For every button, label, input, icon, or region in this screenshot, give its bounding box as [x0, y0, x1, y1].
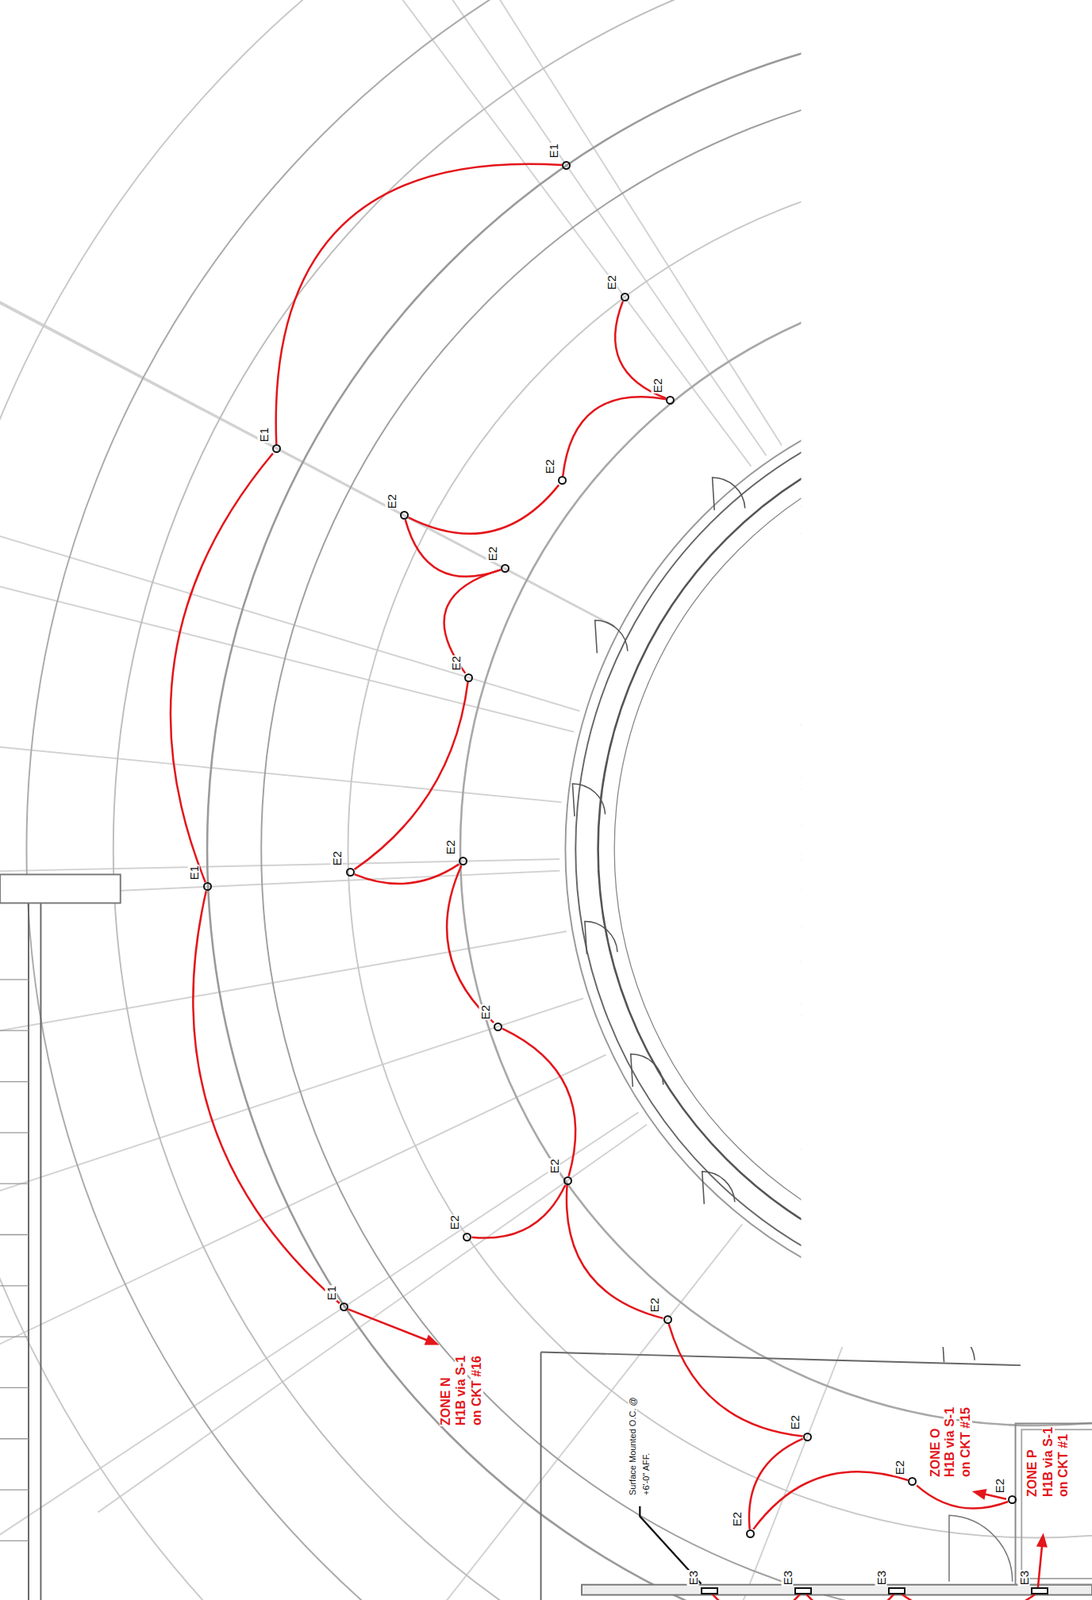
zone-label: H1B via S-1 [943, 1407, 957, 1479]
circuit-wire [502, 1029, 576, 1177]
wall-fixture: E3 [1030, 1588, 1049, 1596]
circuit-wire [354, 864, 460, 885]
zone-label: on CKT #15 [959, 1407, 973, 1479]
light-fixture: E2 [803, 1433, 812, 1442]
circuit-wire [753, 1472, 908, 1531]
circuit-wire [192, 891, 340, 1304]
light-fixture: E2 [493, 1022, 503, 1032]
zone-label: on CKT #16 [470, 1355, 484, 1427]
light-fixture: E1 [272, 444, 281, 454]
circuit-wire [471, 1185, 566, 1239]
zone-label: ZONE P [1026, 1449, 1039, 1500]
fixture-type: E1 [324, 1285, 337, 1302]
light-fixture: E2 [907, 1477, 917, 1487]
circuit-wire [354, 682, 469, 870]
fixture-type: E2 [605, 274, 618, 291]
light-fixture: E2 [346, 868, 355, 877]
fixture-type: E2 [384, 492, 397, 509]
circuit-wire [615, 301, 666, 399]
circuit-wire [669, 1324, 804, 1438]
fixture-type: E3 [1017, 1570, 1030, 1587]
light-fixture: E2 [500, 564, 510, 573]
sensor-note: Surface Mounted O.C. @ [628, 1396, 638, 1497]
fixture-type: E2 [651, 377, 664, 394]
fixture-type: E3 [874, 1570, 887, 1587]
fixture-type: E1 [547, 142, 560, 159]
circuit-wire [408, 484, 559, 534]
zone-label: H1B via S-1 [1042, 1426, 1055, 1499]
circuit-wire [170, 453, 273, 883]
circuit-wire [405, 519, 501, 577]
fixture-type: E2 [542, 458, 555, 475]
light-fixture: E2 [663, 1315, 673, 1325]
circuit-wire [444, 569, 501, 673]
wall-fixture: E3 [888, 1588, 906, 1596]
light-fixture: E2 [399, 511, 409, 520]
light-fixture: E2 [620, 292, 630, 302]
circuit-wire [276, 164, 563, 446]
circuit-wire [712, 1595, 800, 1600]
fixture-type: E2 [449, 655, 462, 672]
circuit-wire [806, 1595, 894, 1600]
fixture-type: E1 [188, 865, 200, 881]
light-fixture: E2 [557, 476, 567, 485]
wall-fixture: E3 [700, 1588, 719, 1596]
light-fixture: E2 [462, 1233, 472, 1242]
fixture-type: E2 [444, 838, 457, 855]
circuit-wire [749, 1439, 804, 1531]
circuit-wire [446, 865, 494, 1023]
fixture-type: E2 [648, 1297, 661, 1314]
circuit-wire [562, 396, 666, 477]
zone-label: ZONE N [439, 1377, 453, 1427]
light-fixture: E1 [203, 882, 212, 892]
fixture-type: E2 [485, 546, 498, 562]
light-fixture: E2 [464, 673, 473, 683]
light-fixture: E2 [563, 1176, 573, 1186]
fixture-type: E2 [788, 1414, 800, 1431]
light-fixture: E1 [561, 161, 571, 170]
zone-label: H1B via S-1 [454, 1355, 468, 1427]
wall-fixture: E3 [794, 1588, 812, 1596]
fixture-type: E2 [730, 1511, 743, 1528]
fixture-type: E2 [892, 1460, 905, 1477]
zone-label: ZONE O [929, 1427, 943, 1478]
zone-label: on CKT #1 [1057, 1434, 1070, 1499]
fixture-type: E2 [478, 1004, 491, 1021]
fixture-type: E2 [992, 1478, 1005, 1495]
fixture-type: E3 [780, 1570, 793, 1587]
circuit-wire [902, 1595, 1035, 1600]
fixture-type: E2 [330, 850, 343, 867]
sensor-note: +6'-0" AFF. [642, 1452, 651, 1496]
fixture-type: E1 [257, 426, 270, 443]
light-fixture: E2 [665, 396, 675, 405]
light-fixture: E2 [458, 857, 468, 866]
circuit-wire [566, 1185, 664, 1319]
light-fixture: E2 [745, 1530, 755, 1539]
fixture-type: E2 [448, 1215, 461, 1231]
fixture-type: E2 [548, 1158, 561, 1175]
fixture-type: E3 [687, 1570, 700, 1587]
